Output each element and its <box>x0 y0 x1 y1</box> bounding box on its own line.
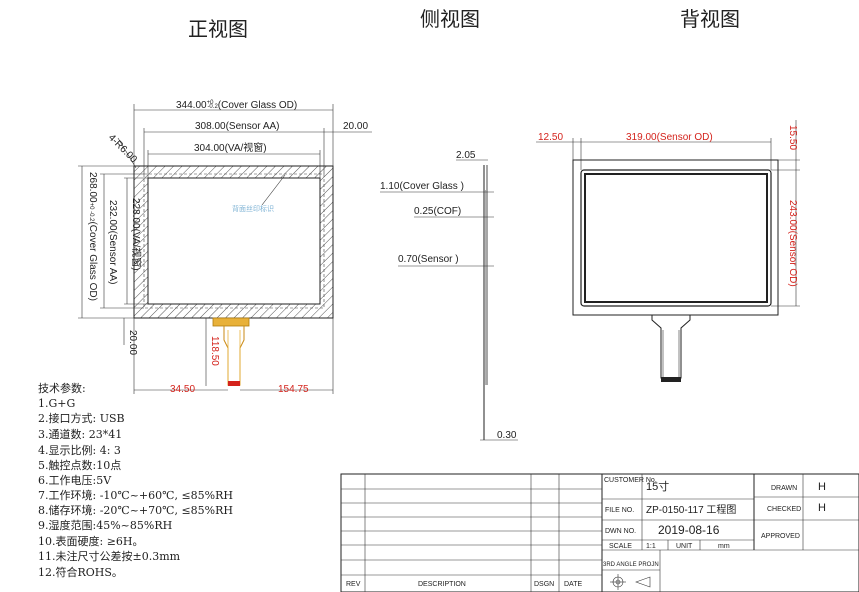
fpc-right-offset-label: 154.75 <box>278 384 309 395</box>
spec-item: 3.通道数: 23*41 <box>38 427 122 441</box>
view-area <box>147 177 321 305</box>
right-margin-label: 20.00 <box>343 121 368 132</box>
unit-label: UNIT <box>676 543 693 550</box>
cover-width-label: 344.00+0-0.2(Cover Glass OD) <box>176 100 297 111</box>
cover-height-label: 268.00+0 -0.2(Cover Glass OD) <box>87 172 98 301</box>
front-view: 背面丝印标识 344.00+0-0.2(Cover Glass OD) 308.… <box>78 100 372 395</box>
sensor-aa-width-label: 308.00(Sensor AA) <box>195 121 280 132</box>
fpc-left-offset-label: 34.50 <box>170 384 195 395</box>
description-header: DESCRIPTION <box>418 581 466 588</box>
inner-silkscreen-label: 背面丝印标识 <box>232 204 274 213</box>
spec-item: 9.湿度范围:45%~85%RH <box>38 518 172 532</box>
spec-item: 8.储存环境: -20℃~+70℃, ≤85%RH <box>38 503 233 517</box>
side-total-label: 2.05 <box>456 150 476 161</box>
back-width-value: 319.00(Sensor OD) <box>626 132 713 143</box>
title-block: REV DESCRIPTION DSGN DATE CUSTOMER No. 1… <box>340 473 859 592</box>
sensor-aa-height-label: 232.00(Sensor AA) <box>107 200 118 285</box>
dwn-no-label: DWN NO. <box>605 528 636 535</box>
dsgn-header: DSGN <box>534 581 554 588</box>
date-header: DATE <box>564 581 582 588</box>
sensor-aa-outline <box>143 173 325 309</box>
unit-value: mm <box>718 543 730 550</box>
bottom-margin-label: 20.00 <box>127 330 138 355</box>
file-no-label: FILE NO. <box>605 507 634 514</box>
side-fpc-label: 0.30 <box>497 430 517 441</box>
spec-item: 10.表面硬度: ≥6H。 <box>38 534 144 548</box>
spec-item: 7.工作环境: -10℃~+60℃, ≤85%RH <box>38 488 233 502</box>
spec-item: 4.显示比例: 4: 3 <box>38 443 121 457</box>
side-cof-label: 0.25(COF) <box>414 206 461 217</box>
specs-heading: 技术参数: <box>38 381 86 395</box>
back-top-offset-label: 15.50 <box>787 125 798 150</box>
va-width-label: 304.00(VA/视窗) <box>194 141 267 154</box>
side-sensor-label: 0.70(Sensor ) <box>398 254 459 265</box>
customer-value: 15寸 <box>646 479 669 493</box>
checked-value: H <box>818 502 826 514</box>
side-cover-glass-label: 1.10(Cover Glass ) <box>380 181 464 192</box>
spec-item: 5.触控点数:10点 <box>38 458 121 472</box>
drawn-value: H <box>818 481 826 493</box>
checked-label: CHECKED <box>767 506 801 513</box>
back-sensor-outer <box>580 169 772 307</box>
scale-label: SCALE <box>609 543 632 550</box>
back-left-offset-label: 12.50 <box>538 132 563 143</box>
projection-label: 3RD ANGLE PROJN <box>603 562 659 568</box>
back-height-label: 243.00(Sensor OD) <box>787 200 798 287</box>
tech-specs: 技术参数: 1.G+G 2.接口方式: USB 3.通道数: 23*41 4.显… <box>38 381 233 579</box>
file-no-value: ZP-0150-117 工程图 <box>646 504 736 516</box>
back-view: 12.50 319.00(Sensor OD) 15.50 243.00(Sen… <box>536 120 800 382</box>
spec-item: 2.接口方式: USB <box>38 411 125 425</box>
svg-text:319.00(Sensor OD): 319.00(Sensor OD) <box>626 132 713 143</box>
fpc-tail <box>212 317 250 386</box>
back-sensor-inner <box>584 173 768 303</box>
customer-label: CUSTOMER No. <box>604 477 657 484</box>
back-view-title: 背视图 <box>680 7 740 31</box>
spec-item: 11.未注尺寸公差按±0.3mm <box>38 549 181 563</box>
rev-header: REV <box>346 581 361 588</box>
back-cover-glass <box>572 159 779 316</box>
back-fpc <box>651 315 691 379</box>
front-view-title: 正视图 <box>188 17 248 41</box>
spec-item: 6.工作电压:5V <box>38 474 112 487</box>
scale-value: 1:1 <box>646 543 656 550</box>
approved-label: APPROVED <box>761 533 800 540</box>
spec-item: 12.符合ROHS。 <box>38 565 123 579</box>
projection-symbol-icon <box>610 574 651 590</box>
side-view: 2.05 1.10(Cover Glass ) 0.25(COF) 0.70(S… <box>380 150 518 441</box>
dwn-no-value: 2019-08-16 <box>658 523 720 537</box>
drawn-label: DRAWN <box>771 485 797 492</box>
side-view-title: 侧视图 <box>420 7 480 31</box>
va-height-label: 228.00(VA/视窗) <box>130 198 143 271</box>
spec-item: 1.G+G <box>38 397 75 410</box>
fpc-length-label: 118.50 <box>209 336 220 366</box>
